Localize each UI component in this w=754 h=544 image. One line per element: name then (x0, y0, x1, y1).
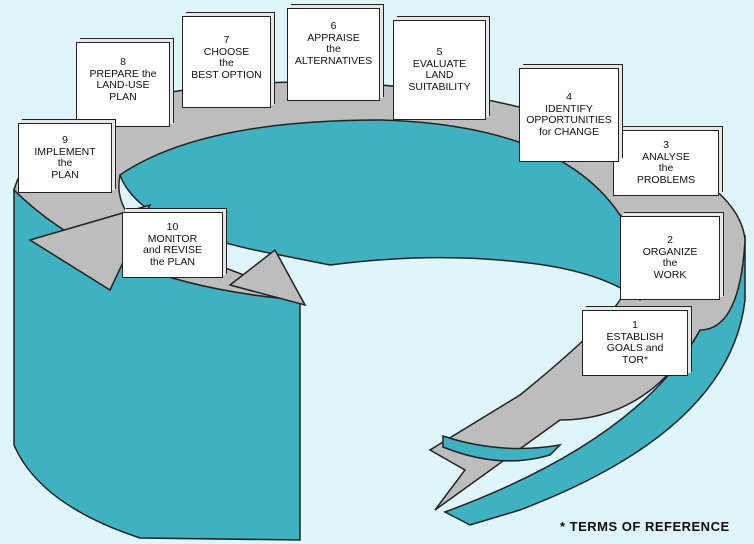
step-number: 6 (330, 20, 337, 32)
step-label: ANALYSE (642, 150, 690, 163)
step-label: IMPLEMENT (34, 145, 96, 158)
spiral-end-wall (442, 434, 563, 462)
step-label: the (658, 162, 674, 174)
step-number: 5 (436, 46, 443, 58)
step-number: 1 (632, 319, 638, 331)
step-8-box: 8 PREPARE the LAND-USE PLAN (76, 42, 170, 127)
footnote: * TERMS OF REFERENCE (560, 519, 730, 534)
step-5-box: 5 EVALUATE LAND SUITABILITY (393, 20, 486, 120)
step-label: GOALS and (606, 342, 664, 354)
step-label: PLAN (51, 168, 79, 181)
step-6-box: 6 APPRAISE the ALTERNATIVES (287, 8, 380, 101)
step-label: EVALUATE (412, 57, 467, 70)
right-wall (443, 234, 746, 526)
step-label: the (662, 257, 678, 269)
step-number: 10 (166, 221, 179, 233)
step-label: APPRAISE (307, 31, 360, 44)
step-label: the (57, 157, 73, 169)
step-label: and REVISE (143, 244, 202, 256)
step-label: TOR* (621, 353, 649, 366)
step-label: the PLAN (150, 255, 195, 268)
step-label: MONITOR (147, 232, 198, 245)
step-label: ALTERNATIVES (294, 54, 373, 67)
step-label: ESTABLISH (606, 330, 664, 343)
step-label: the (326, 43, 341, 55)
step-1-box: 1 ESTABLISH GOALS and TOR* (582, 310, 688, 376)
step-label: BEST OPTION (191, 68, 262, 81)
step-label: the (219, 57, 234, 69)
step-9-box: 9 IMPLEMENT the PLAN (18, 123, 112, 193)
step-number: 4 (566, 91, 572, 103)
step-number: 3 (663, 139, 669, 151)
step-label: for CHANGE (538, 125, 600, 138)
step-label: ORGANIZE (642, 245, 698, 258)
step-number: 9 (62, 134, 68, 146)
step-label: OPPORTUNITIES (526, 114, 612, 126)
step-number: 8 (120, 56, 126, 68)
step-label: LAND-USE (96, 79, 150, 91)
step-number: 7 (223, 34, 230, 46)
step-10-box: 10 MONITOR and REVISE the PLAN (122, 212, 223, 278)
step-label: WORK (653, 268, 687, 281)
step-label: LAND (425, 69, 454, 81)
step-number: 2 (667, 234, 673, 246)
step-label: CHOOSE (203, 45, 250, 58)
step-label: IDENTIFY (545, 102, 593, 115)
step-label: SUITABILITY (408, 80, 471, 93)
step-label: PROBLEMS (636, 173, 696, 186)
step-4-box: 4 IDENTIFY OPPORTUNITIES for CHANGE (519, 68, 619, 162)
step-label: PLAN (109, 90, 137, 103)
step-7-box: 7 CHOOSE the BEST OPTION (182, 16, 271, 108)
arrow-head-2 (228, 248, 307, 307)
step-2-box: 2 ORGANIZE the WORK (620, 216, 720, 300)
step-label: PREPARE the (89, 67, 157, 80)
step-3-box: 3 ANALYSE the PROBLEMS (613, 130, 719, 196)
